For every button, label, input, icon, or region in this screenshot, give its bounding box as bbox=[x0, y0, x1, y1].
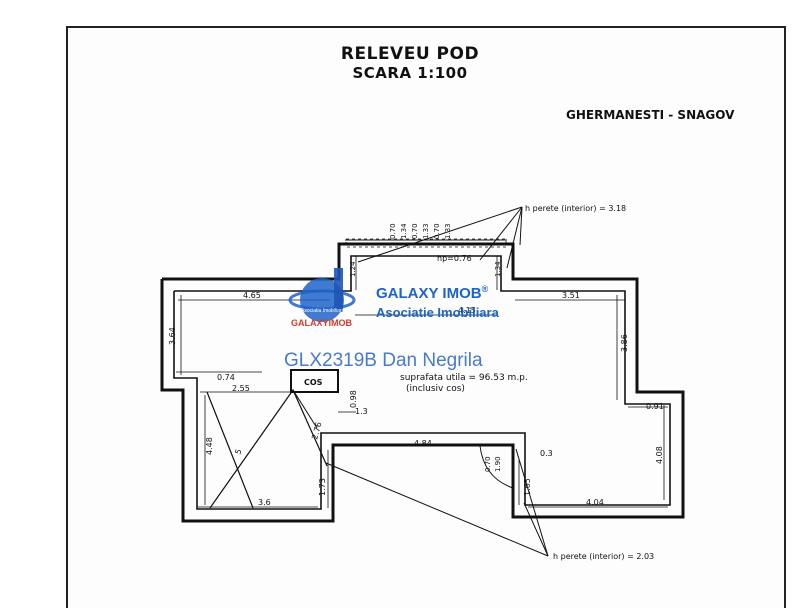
dim-label: 0.70 bbox=[433, 223, 441, 239]
area-label: suprafata utila = 96.53 m.p. bbox=[400, 373, 528, 383]
top-strip-dimensions: 0.70 1.34 0.70 1.33 0.70 1.33 bbox=[389, 223, 452, 239]
chimney-label: COS bbox=[304, 378, 323, 387]
dim-label: 4.04 bbox=[586, 498, 604, 507]
hp-label: hp=0.76 bbox=[437, 254, 472, 263]
registered-mark: ® bbox=[481, 284, 489, 294]
dim-label: 2.55 bbox=[232, 384, 250, 393]
dim-label: 0.70 bbox=[411, 223, 419, 239]
dim-label: 0.70 bbox=[484, 456, 492, 472]
globe-ring bbox=[288, 289, 356, 311]
dim-label: 4.65 bbox=[243, 291, 261, 300]
wall-height-top-label: h perete (interior) = 3.18 bbox=[525, 204, 626, 213]
dim-label: 3.6 bbox=[258, 498, 271, 507]
globe-ring-text: Asociatia Imobiliara bbox=[301, 308, 345, 314]
dim-label: 1.3 bbox=[355, 407, 368, 416]
house-icon bbox=[334, 268, 343, 312]
roof-ridge-line bbox=[292, 389, 318, 429]
dim-label: 4.48 bbox=[205, 437, 214, 455]
dim-label: 1.34 bbox=[400, 223, 408, 239]
dim-label: 0.3 bbox=[540, 449, 553, 458]
drawing-title-block: RELEVEU POD SCARA 1:100 bbox=[300, 44, 520, 82]
leader-line-top bbox=[357, 206, 523, 263]
watermark-small-logo: GALAXYIMOB bbox=[291, 318, 353, 328]
dim-label: 3.51 bbox=[562, 291, 580, 300]
drawing-scale: SCARA 1:100 bbox=[352, 64, 468, 82]
drawing-sheet-frame bbox=[66, 26, 786, 608]
dim-label: 0.98 bbox=[349, 390, 358, 408]
leader-line-top bbox=[479, 206, 523, 261]
dim-label: 1.90 bbox=[494, 456, 502, 472]
area-note-label: (inclusiv cos) bbox=[406, 384, 465, 394]
dim-label: 2.76 bbox=[310, 421, 323, 441]
watermark-brand: GALAXY IMOB® bbox=[376, 284, 488, 302]
leader-line-bottom bbox=[515, 448, 549, 557]
watermark-brand-text: GALAXY IMOB bbox=[376, 285, 482, 302]
watermark-listing-code: GLX2319B Dan Negrila bbox=[284, 350, 483, 371]
roof-ridge-line bbox=[209, 388, 328, 509]
drawing-title: RELEVEU POD bbox=[340, 44, 480, 64]
dim-label: 0.91 bbox=[646, 402, 664, 411]
leader-line-bottom bbox=[523, 502, 549, 557]
dim-label: 0.70 bbox=[389, 223, 397, 239]
dim-label: 4.15 bbox=[458, 306, 476, 315]
leader-line-top bbox=[519, 206, 523, 246]
dim-label: 5 bbox=[233, 448, 243, 456]
dim-label: 0.74 bbox=[217, 373, 235, 382]
galaxy-imob-logo: Asociatia Imobiliara bbox=[288, 268, 356, 322]
leader-line-top bbox=[506, 206, 523, 269]
watermark-subtitle: Asociatie Imobiliara bbox=[376, 305, 499, 320]
roof-ridge-line bbox=[206, 391, 254, 509]
dim-label: 1.34 bbox=[494, 261, 502, 277]
dim-label: 4.08 bbox=[655, 446, 664, 464]
dim-label: 3.86 bbox=[620, 334, 629, 352]
dim-label: 1.33 bbox=[422, 223, 430, 239]
chimney-box bbox=[290, 369, 339, 393]
dim-label: 1.65 bbox=[523, 478, 532, 496]
leader-line-bottom bbox=[325, 462, 549, 557]
door-swing-arc bbox=[479, 445, 514, 489]
wall-height-bottom-label: h perete (interior) = 2.03 bbox=[553, 552, 654, 561]
dim-label: 1.73 bbox=[318, 478, 327, 496]
dim-label: 1.33 bbox=[444, 223, 452, 239]
inner-wall bbox=[173, 255, 671, 510]
dim-label: 1.24 bbox=[349, 261, 357, 277]
globe-icon bbox=[300, 278, 344, 322]
dim-label: 4.84 bbox=[414, 439, 432, 448]
location-label: GHERMANESTI - SNAGOV bbox=[566, 108, 735, 122]
dim-label: 3.64 bbox=[168, 327, 177, 345]
